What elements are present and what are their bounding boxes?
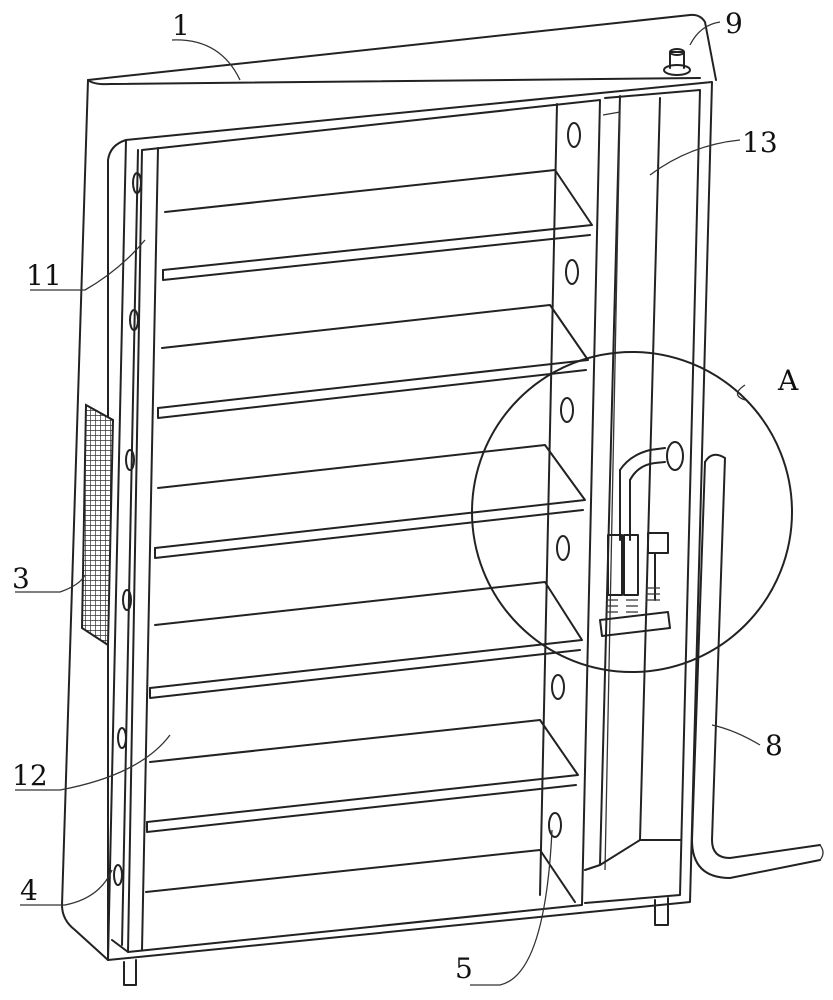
top-fitting — [664, 49, 690, 75]
label-12: 12 — [12, 759, 48, 792]
label-1: 1 — [172, 9, 190, 42]
shelves — [146, 170, 592, 902]
holes — [114, 123, 580, 885]
label-9: 9 — [725, 7, 743, 40]
label-5: 5 — [455, 952, 473, 985]
label-3: 3 — [12, 562, 30, 595]
mesh-vent — [82, 405, 113, 645]
label-11: 11 — [26, 259, 62, 292]
cabinet-body — [62, 15, 716, 985]
label-4: 4 — [20, 874, 38, 907]
label-A: A — [777, 364, 799, 397]
drain-pipe — [692, 455, 823, 878]
label-13: 13 — [742, 126, 778, 159]
label-8: 8 — [765, 729, 783, 762]
